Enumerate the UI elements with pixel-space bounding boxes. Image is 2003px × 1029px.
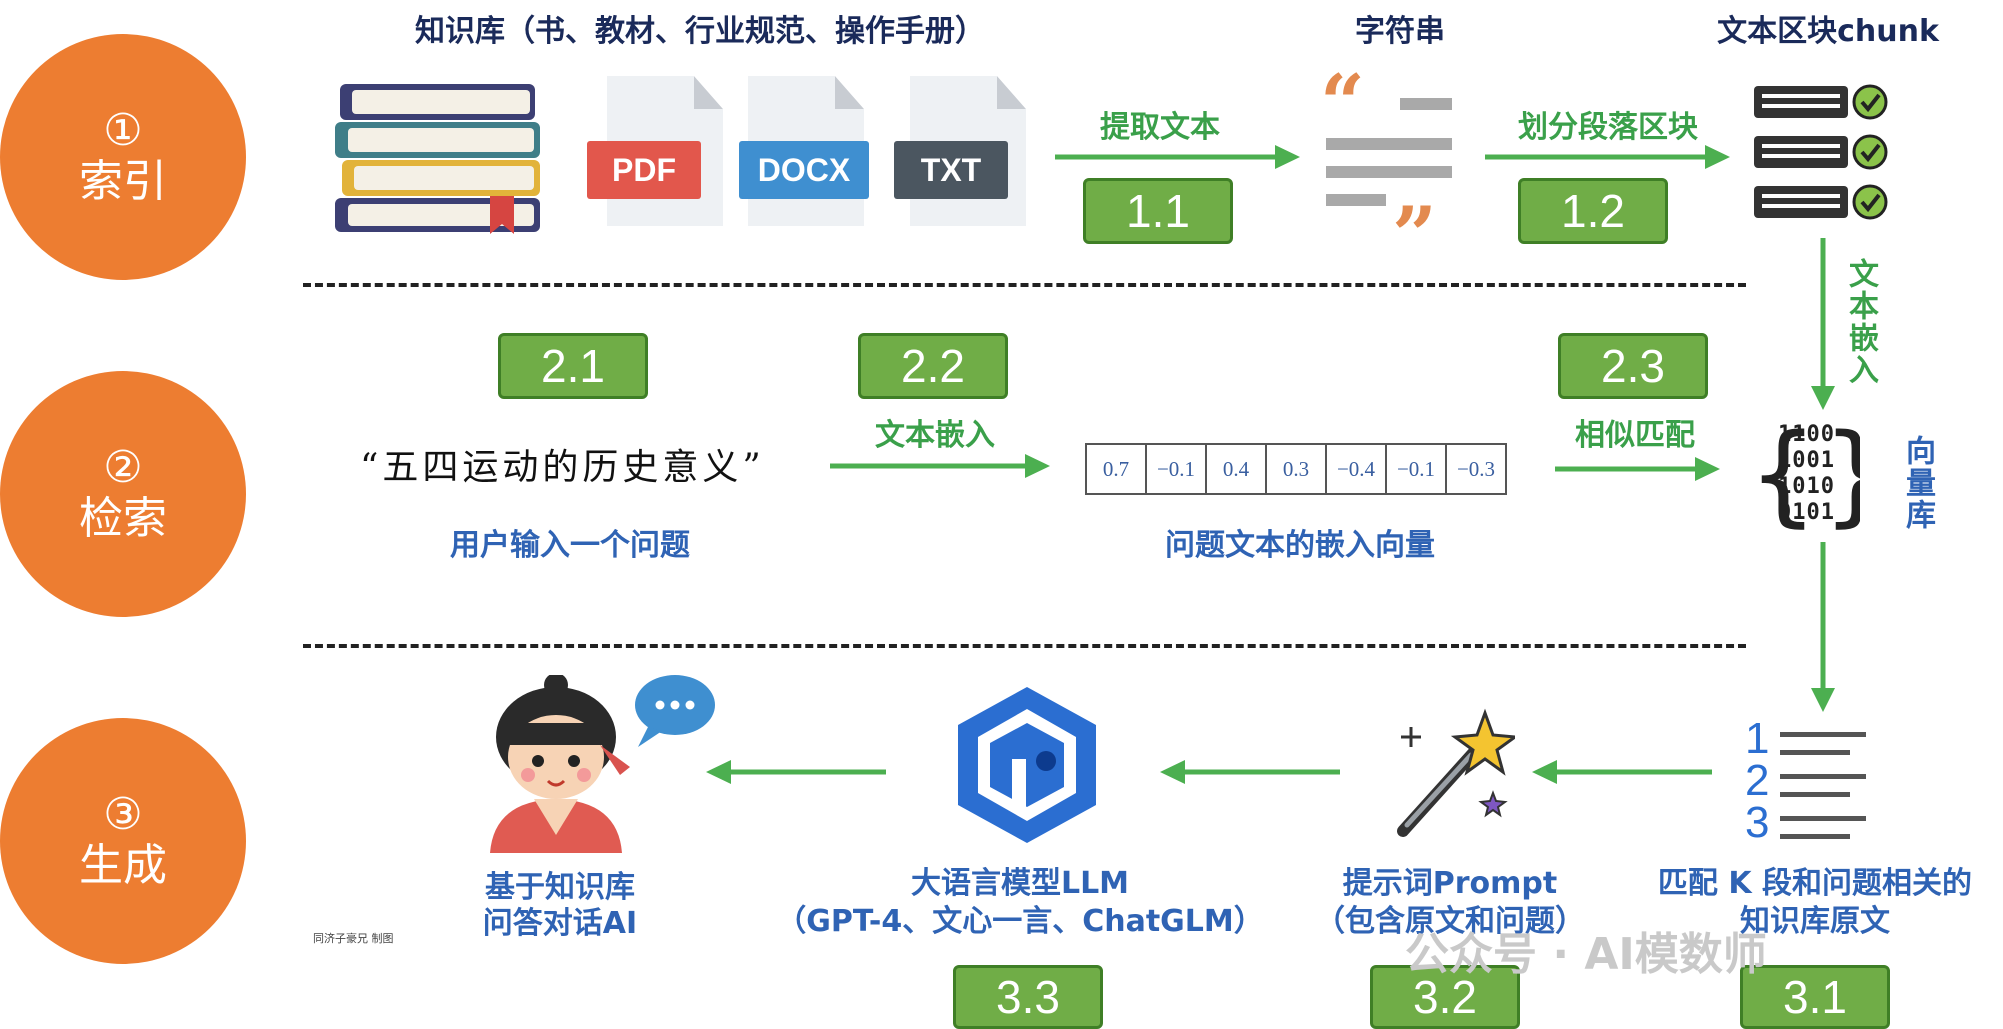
stage-index-label: 索引 [79,156,167,207]
prompt-caption: 提示词Prompt （包含原文和问题） [1290,865,1610,941]
binary-row: 1100 [1778,422,1835,447]
binary-row: 0101 [1778,500,1835,525]
knowledge-base-title: 知识库（书、教材、行业规范、操作手册） [415,14,985,49]
text-embed-label: 文本嵌入 [875,418,995,453]
magic-wand-icon [1397,708,1515,837]
ai-caption-line1: 基于知识库 [485,870,635,905]
txt-badge: TXT [894,141,1008,199]
user-query-caption: 用户输入一个问题 [450,528,690,563]
extract-text-label: 提取文本 [1100,110,1220,145]
vector-caption: 问题文本的嵌入向量 [1165,528,1435,563]
svg-text:“: “ [1320,72,1365,149]
stage-generate-label: 生成 [79,840,167,891]
llm-caption-line2: （GPT-4、文心一言、ChatGLM） [776,904,1264,939]
prompt-caption-line2: （包含原文和问题） [1315,904,1585,939]
arrow-to-prompt [1532,760,1712,784]
arrow-extract [1055,145,1300,169]
match-caption: 匹配 K 段和问题相关的 知识库原文 [1630,865,2000,941]
binary-row: 1001 [1778,448,1835,473]
stage-index-circle: ① 索引 [0,34,246,280]
stage-generate-number: ③ [103,789,143,841]
embedding-vector: 0.7 −0.1 0.4 0.3 −0.4 −0.1 −0.3 [1085,443,1507,495]
stage-retrieve-number: ② [103,442,143,494]
step-1-2: 1.2 [1518,178,1668,244]
ai-caption: 基于知识库 问答对话AI [440,870,680,942]
vector-cell: −0.4 [1327,445,1387,493]
arrow-split [1485,145,1730,169]
similarity-match-label: 相似匹配 [1575,418,1695,453]
vector-database-icon: { } [1748,410,1860,538]
user-query-text: “五四运动的历史意义” [360,447,765,488]
match-caption-line2: 知识库原文 [1740,904,1890,939]
numbered-list-icon: 1 2 3 [1745,714,1770,847]
vector-db-label: 向量库 [1900,435,1935,531]
svg-text:”: ” [1392,190,1437,242]
llm-hexagon-icon [958,687,1096,843]
step-2-1: 2.1 [498,333,648,399]
binary-row: 1010 [1778,474,1835,499]
string-quote-icon: “ ” [1320,72,1452,242]
watermark-text: 公众号 · AI模数师 [1405,929,1767,980]
arrow-embed [830,454,1050,478]
arrow-retrieve-down [1811,542,1835,712]
step-3-1: 3.1 [1740,965,1890,1029]
list-number: 2 [1745,756,1770,805]
chunk-title: 文本区块chunk [1717,14,1939,49]
chunk-list-icon [1754,84,1888,220]
docx-badge: DOCX [739,141,869,199]
books-icon [335,84,540,234]
binary-rows: 1100 1001 1010 0101 [1778,422,1835,526]
vector-cell: 0.3 [1267,445,1327,493]
vector-cell: −0.1 [1387,445,1447,493]
arrow-to-ai [706,760,886,784]
step-1-1: 1.1 [1083,178,1233,244]
svg-text:{: { [1748,410,1818,538]
vector-cell: −0.1 [1147,445,1207,493]
split-paragraph-label: 划分段落区块 [1518,110,1698,145]
arrow-embed-down [1811,238,1835,410]
stage-generate-circle: ③ 生成 [0,718,246,964]
step-2-3: 2.3 [1558,333,1708,399]
prompt-caption-line1: 提示词Prompt [1342,866,1558,901]
vector-cell: 0.7 [1087,445,1147,493]
vector-cell: 0.4 [1207,445,1267,493]
stage-index-number: ① [103,105,143,157]
arrow-to-llm [1160,760,1340,784]
stage-retrieve-circle: ② 检索 [0,371,246,617]
separator-line-2 [303,644,1746,648]
ai-assistant-avatar [490,675,715,853]
list-number: 1 [1745,714,1770,763]
stage-retrieve-label: 检索 [79,493,167,544]
svg-text:}: } [1822,410,1860,538]
llm-caption: 大语言模型LLM （GPT-4、文心一言、ChatGLM） [770,865,1270,941]
step-2-2: 2.2 [858,333,1008,399]
ai-caption-line2: 问答对话AI [482,906,638,941]
text-embed-vertical-label: 文本嵌入 [1843,258,1878,386]
credit-text: 同济子豪兄 制图 [313,932,394,945]
arrow-similarity [1555,457,1720,481]
list-lines-icon [1780,732,1866,839]
llm-caption-line1: 大语言模型LLM [910,866,1130,901]
list-number: 3 [1745,798,1770,847]
pdf-badge: PDF [587,141,701,199]
match-caption-line1: 匹配 K 段和问题相关的 [1657,866,1973,901]
separator-line-1 [303,283,1746,287]
string-title: 字符串 [1355,14,1445,49]
step-3-3: 3.3 [953,965,1103,1029]
vector-cell: −0.3 [1456,456,1496,481]
